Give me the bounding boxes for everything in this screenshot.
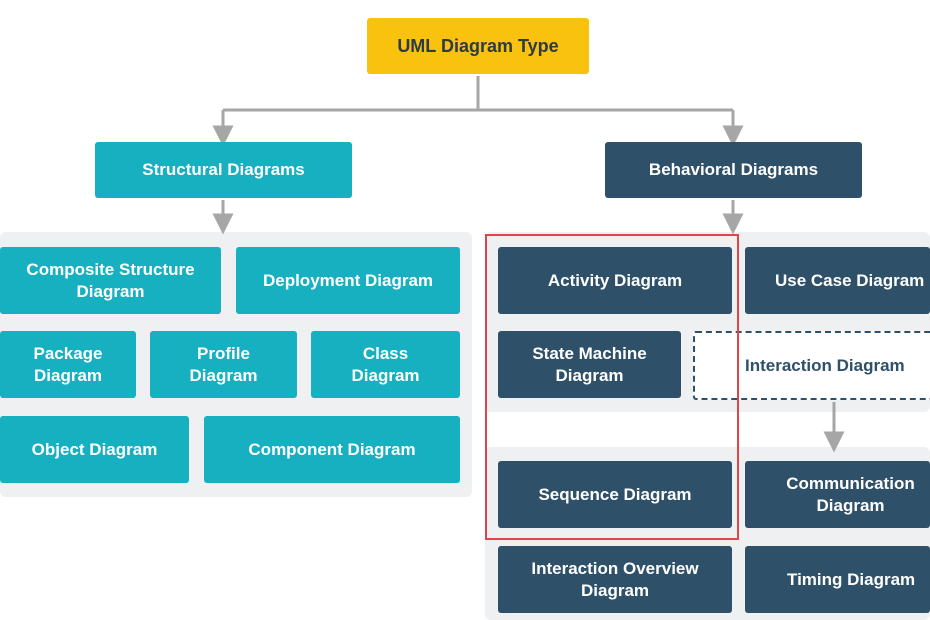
timing-diagram-node: Timing Diagram	[745, 546, 930, 613]
deployment-diagram-node: Deployment Diagram	[236, 247, 460, 314]
highlight-frame	[485, 234, 739, 540]
state-machine-diagram-node: State Machine Diagram	[498, 331, 681, 398]
profile-diagram-node: Profile Diagram	[150, 331, 297, 398]
behavioral-diagrams-node: Behavioral Diagrams	[605, 142, 862, 198]
package-diagram-node: Package Diagram	[0, 331, 136, 398]
activity-diagram-node: Activity Diagram	[498, 247, 732, 314]
class-diagram-node: Class Diagram	[311, 331, 460, 398]
uml-diagram-type-node: UML Diagram Type	[367, 18, 589, 74]
use-case-diagram-node: Use Case Diagram	[745, 247, 930, 314]
object-diagram-node: Object Diagram	[0, 416, 189, 483]
component-diagram-node: Component Diagram	[204, 416, 460, 483]
communication-diagram-node: Communication Diagram	[745, 461, 930, 528]
interaction-overview-diagram-node: Interaction Overview Diagram	[498, 546, 732, 613]
sequence-diagram-node: Sequence Diagram	[498, 461, 732, 528]
interaction-diagram-node: Interaction Diagram	[693, 331, 930, 400]
structural-diagrams-node: Structural Diagrams	[95, 142, 352, 198]
composite-structure-diagram-node: Composite Structure Diagram	[0, 247, 221, 314]
